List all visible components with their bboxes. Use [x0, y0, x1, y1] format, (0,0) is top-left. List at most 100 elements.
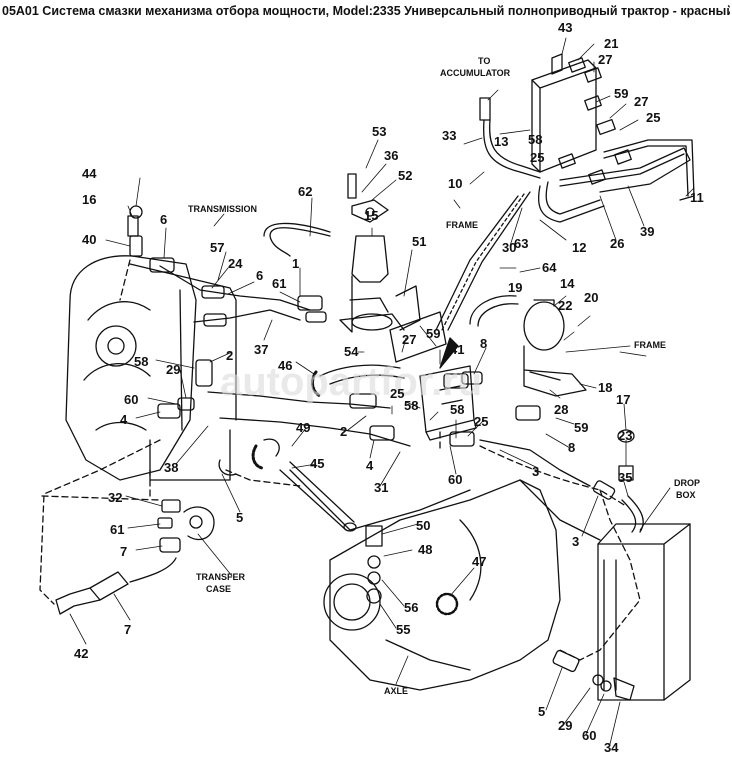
callout: 48 — [418, 542, 432, 557]
callout: 5 — [538, 704, 545, 719]
callout: 36 — [384, 148, 398, 163]
callout: 53 — [372, 124, 386, 139]
callout: 51 — [412, 234, 426, 249]
callout: 58 — [404, 398, 418, 413]
callout: 4 — [366, 458, 374, 473]
label-to-accumulator-1: TO — [478, 56, 490, 66]
callout: 1 — [292, 256, 299, 271]
callout: 6 — [256, 268, 263, 283]
callout: 7 — [124, 622, 131, 637]
callout: 29 — [166, 362, 180, 377]
callout: 35 — [618, 470, 632, 485]
transfer-case — [55, 499, 215, 615]
callout: 61 — [272, 276, 286, 291]
callout: 31 — [374, 480, 388, 495]
callout: 32 — [108, 490, 122, 505]
label-transfer-case-2: CASE — [206, 584, 231, 594]
callout: 50 — [416, 518, 430, 533]
callout: 46 — [278, 358, 292, 373]
watermark: autopartfor.ru — [220, 360, 482, 404]
filter-assembly — [339, 173, 421, 333]
callout: 22 — [558, 298, 572, 313]
callout: 12 — [572, 240, 586, 255]
callout: 40 — [82, 232, 96, 247]
callout: 3 — [572, 534, 579, 549]
callout: 25 — [390, 386, 404, 401]
lower-fittings — [552, 649, 635, 701]
callout: 41 — [450, 342, 464, 357]
callout: 15 — [364, 208, 378, 223]
callout: 20 — [584, 290, 598, 305]
callout: 58 — [450, 402, 464, 417]
callout: 27 — [598, 52, 612, 67]
callout: 14 — [560, 276, 575, 291]
callout: 25 — [530, 150, 544, 165]
callout: 61 — [110, 522, 124, 537]
accumulator-tubes — [483, 119, 695, 223]
callout: 27 — [634, 94, 648, 109]
callout: 37 — [254, 342, 268, 357]
dashed-lines — [39, 259, 441, 605]
callout: 8 — [568, 440, 575, 455]
label-to-accumulator-2: ACCUMULATOR — [440, 68, 511, 78]
callout: 64 — [542, 260, 557, 275]
line-3 — [479, 439, 641, 661]
callout: 38 — [164, 460, 178, 475]
callout: 17 — [616, 392, 630, 407]
callout: 43 — [558, 20, 572, 35]
accumulator — [523, 299, 587, 397]
callout: 56 — [404, 600, 418, 615]
callout: 59 — [574, 420, 588, 435]
valve-fittings — [479, 57, 632, 185]
component-labels: TO ACCUMULATOR TRANSMISSION FRAME FRAME … — [188, 56, 700, 696]
callout: 10 — [448, 176, 462, 191]
callout: 59 — [614, 86, 628, 101]
callout: 2 — [340, 424, 347, 439]
callout: 6 — [160, 212, 167, 227]
callout: 13 — [494, 134, 508, 149]
callout: 16 — [82, 192, 96, 207]
page-title: 05A01 Система смазки механизма отбора мо… — [2, 4, 730, 18]
callout: 25 — [474, 414, 488, 429]
callout: 5 — [236, 510, 243, 525]
callout: 3 — [532, 464, 539, 479]
label-axle: AXLE — [384, 686, 408, 696]
callout: 28 — [554, 402, 568, 417]
callout: 45 — [310, 456, 324, 471]
lube-lines-left — [159, 265, 411, 447]
label-drop-box-2: BOX — [676, 490, 696, 500]
callout: 54 — [344, 344, 359, 359]
callout: 4 — [120, 412, 128, 427]
label-frame-right: FRAME — [634, 340, 666, 350]
couplings — [218, 370, 322, 476]
callout: 24 — [228, 256, 243, 271]
callout: 52 — [398, 168, 412, 183]
center-valve-assembly — [389, 311, 477, 441]
callout: 59 — [426, 326, 440, 341]
label-transmission: TRANSMISSION — [188, 204, 257, 214]
callout: 30 — [502, 240, 516, 255]
callout: 60 — [582, 728, 596, 743]
hose-19 — [469, 295, 519, 327]
callout: 63 — [514, 236, 528, 251]
label-transfer-case-1: TRANSFER — [196, 572, 245, 582]
callout: 47 — [472, 554, 486, 569]
callout-numbers: 43 21 27 59 27 25 13 58 25 33 10 11 39 2… — [74, 20, 704, 755]
label-drop-box-1: DROP — [674, 478, 700, 488]
callout: 23 — [618, 428, 632, 443]
callout: 19 — [508, 280, 522, 295]
callout: 62 — [298, 184, 312, 199]
callout: 34 — [604, 740, 619, 755]
hose-63 — [435, 191, 531, 331]
transmission-housing — [65, 255, 237, 481]
callout: 39 — [640, 224, 654, 239]
callout: 58 — [528, 132, 542, 147]
label-frame-top: FRAME — [446, 220, 478, 230]
callout: 26 — [610, 236, 624, 251]
callout: 60 — [448, 472, 462, 487]
callout: 58 — [134, 354, 148, 369]
callout: 42 — [74, 646, 88, 661]
callout: 11 — [690, 190, 704, 205]
callout: 49 — [296, 420, 310, 435]
